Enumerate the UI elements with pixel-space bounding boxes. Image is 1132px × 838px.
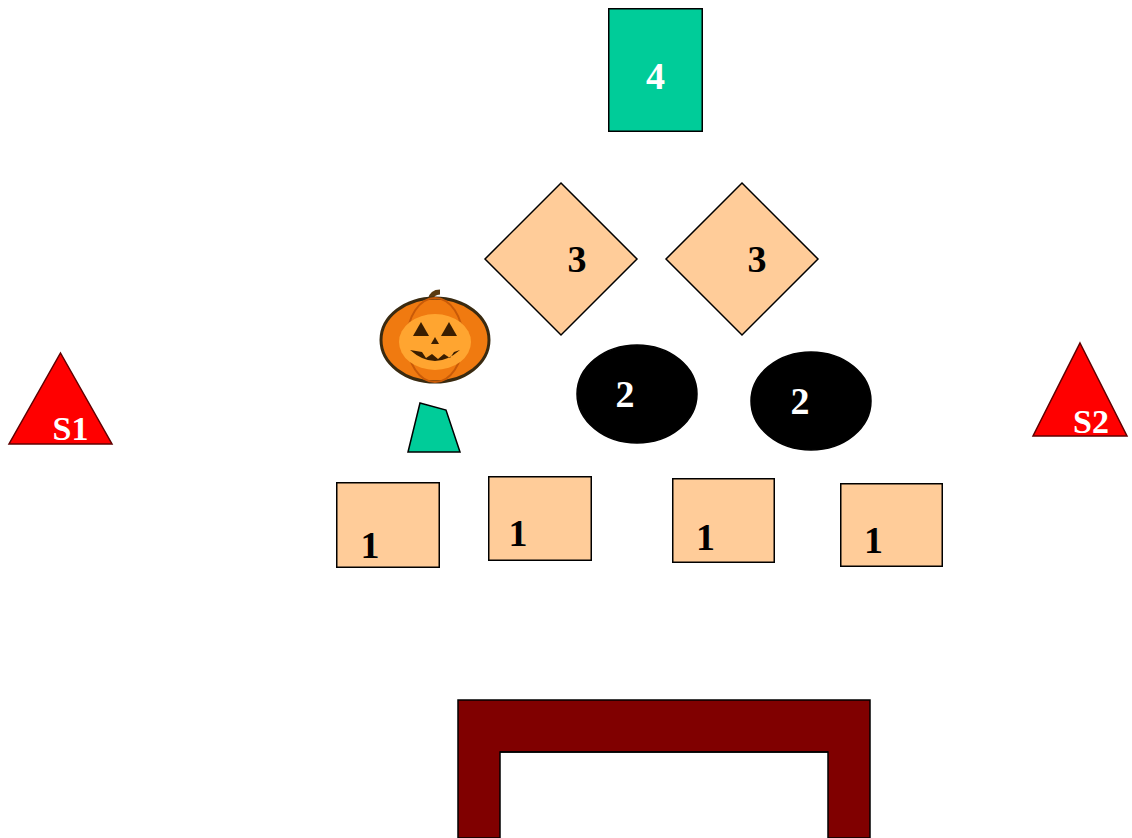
node-label: 2 (616, 375, 635, 413)
square-marker: 1 (840, 483, 943, 567)
table-symbol (458, 700, 870, 838)
node-label: 1 (864, 521, 883, 559)
station-box: 4 (608, 8, 703, 132)
square-marker-outline (336, 482, 440, 568)
diamond-marker: 3 (665, 182, 819, 336)
pumpkin-illustration (377, 292, 493, 386)
node-label: 4 (646, 57, 665, 95)
ellipse-marker: 2 (576, 344, 698, 444)
ellipse-marker-outline (576, 344, 698, 444)
square-marker-outline (672, 478, 775, 563)
stand-marker (408, 403, 460, 452)
node-label: S1 (53, 412, 89, 446)
table-edge (500, 751, 828, 753)
square-marker: 1 (336, 482, 440, 568)
square-marker-outline (488, 476, 592, 561)
ellipse-marker-outline (750, 351, 872, 451)
speaker-triangle: S2 (1032, 342, 1128, 437)
node-label: 2 (791, 382, 810, 420)
node-label: 1 (361, 526, 380, 564)
square-marker-outline (840, 483, 943, 567)
diamond-marker-outline (665, 182, 819, 336)
diamond-marker-outline (484, 182, 638, 336)
node-label: 3 (568, 240, 587, 278)
node-label: 1 (696, 518, 715, 556)
square-marker: 1 (488, 476, 592, 561)
diamond-marker: 3 (484, 182, 638, 336)
node-label: S2 (1073, 405, 1109, 439)
square-marker: 1 (672, 478, 775, 563)
speaker-triangle: S1 (8, 352, 113, 445)
node-label: 3 (748, 240, 767, 278)
node-label: 1 (509, 514, 528, 552)
ellipse-marker: 2 (750, 351, 872, 451)
